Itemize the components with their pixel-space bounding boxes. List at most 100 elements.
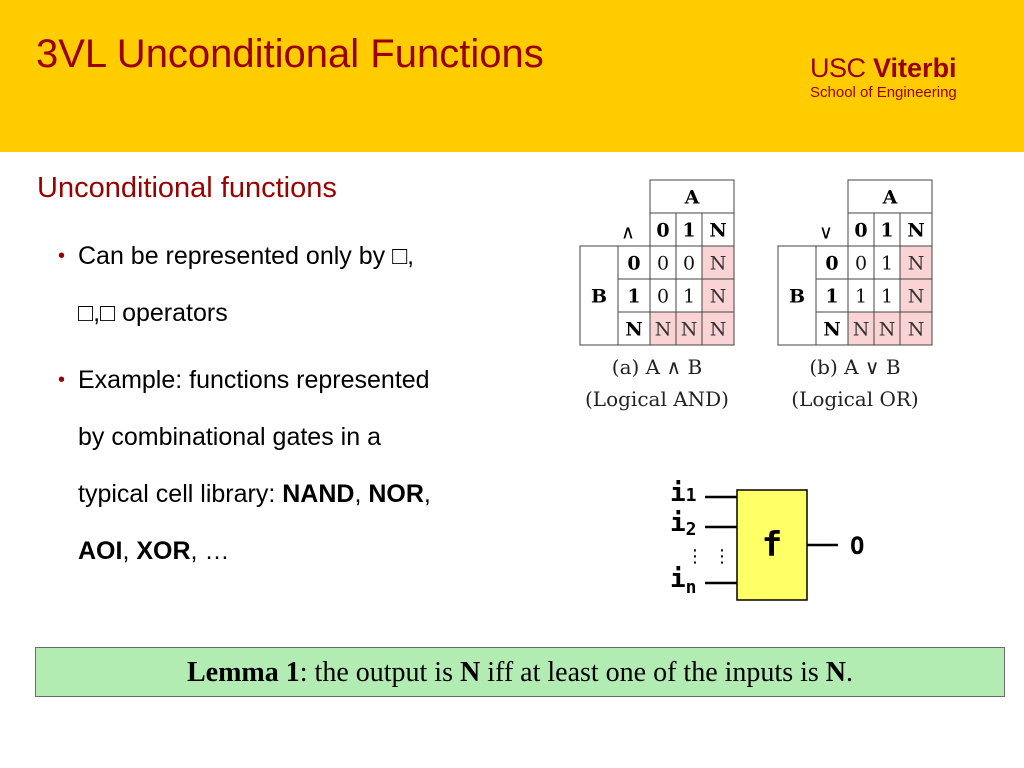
bullet-dot: •	[58, 245, 66, 267]
input-2-letter: i	[670, 508, 686, 538]
section-subtitle: Unconditional functions	[37, 172, 337, 204]
table-body-box	[777, 245, 933, 346]
col-value-label: 0	[854, 220, 867, 242]
row-value-label: 1	[627, 286, 640, 308]
gate-label: f	[762, 525, 782, 565]
input-2-subscript: 2	[686, 519, 697, 540]
col-value-label: 1	[682, 220, 695, 242]
separator: ,	[122, 537, 137, 565]
n-cell-bg	[900, 312, 932, 345]
input-label-n: in	[670, 564, 697, 598]
col-value-label: N	[709, 220, 726, 242]
truth-table-cell: N	[879, 319, 896, 341]
truth-table-cell: N	[908, 253, 925, 275]
logo-usc-text: USC	[810, 53, 866, 83]
bullet-dot: •	[58, 369, 66, 391]
bullet-line: by combinational gates in a	[78, 423, 381, 451]
truth-table-cell: N	[710, 253, 727, 275]
row-value-label: 0	[627, 253, 640, 275]
col-value-label: N	[907, 220, 924, 242]
lemma-text: : the output is	[299, 657, 460, 688]
ellipsis-dots-right: ⋮	[713, 546, 731, 567]
truth-table-cell: N	[710, 319, 727, 341]
n-cell-bg	[702, 279, 734, 312]
lemma-end: .	[846, 657, 853, 688]
logo-wordmark: USC Viterbi	[810, 52, 990, 84]
input-1-letter: i	[670, 478, 686, 508]
lemma-text: iff at least one of the inputs is	[480, 657, 826, 688]
col-header-label: A	[882, 187, 898, 209]
n-cell-bg	[900, 246, 932, 279]
row-header-label: B	[789, 286, 805, 308]
col-value-label: 0	[656, 220, 669, 242]
n-cell-bg	[874, 312, 900, 345]
row-header-label: B	[591, 286, 607, 308]
operator-symbol: ∨	[819, 222, 833, 244]
usc-viterbi-logo: USC Viterbi School of Engineering	[810, 52, 990, 102]
ellipsis-dots-left: ⋮	[686, 546, 704, 567]
bullet-item-1: • Can be represented only by □, □,□ oper…	[58, 228, 528, 348]
aoi-keyword: AOI	[78, 537, 123, 565]
lemma-box: Lemma 1: the output is N iff at least on…	[35, 647, 1005, 697]
n-cell-bg	[702, 312, 734, 345]
bullet-text: Can be represented only by □, □,□ operat…	[78, 228, 528, 342]
truth-table-cell: 0	[657, 286, 669, 308]
slide-title: 3VL Unconditional Functions	[36, 32, 544, 76]
table-body-box	[579, 245, 735, 346]
table-caption-line2: (Logical AND)	[585, 387, 729, 411]
lemma-n-value: N	[825, 657, 846, 688]
operator-symbol: ∧	[621, 222, 635, 244]
bullet-line: Example: functions represented	[78, 366, 430, 394]
input-1-subscript: 1	[686, 485, 697, 506]
table-caption-line2: (Logical OR)	[791, 387, 918, 411]
slide-header: 3VL Unconditional Functions USC Viterbi …	[0, 0, 1024, 152]
separator: ,	[423, 480, 431, 508]
bullet-line: Can be represented only by □,	[78, 242, 415, 270]
xor-keyword: XOR	[136, 537, 191, 565]
truth-table-cell: 0	[683, 253, 695, 275]
n-cell-bg	[676, 312, 702, 345]
truth-table-cell: N	[710, 286, 727, 308]
truth-table-cell: N	[681, 319, 698, 341]
output-label: O	[850, 532, 864, 560]
row-value-label: N	[625, 319, 642, 341]
n-cell-bg	[900, 279, 932, 312]
truth-table-cell: N	[853, 319, 870, 341]
truth-table-cell: 1	[855, 286, 867, 308]
bullet-line: typical cell library: NAND, NOR,	[78, 466, 528, 523]
truth-table-cell: 0	[855, 253, 867, 275]
input-label-1: i1	[670, 478, 697, 508]
logo-school-text: School of Engineering	[810, 84, 957, 101]
truth-table-cell: 0	[657, 253, 669, 275]
row-value-label: 1	[825, 286, 838, 308]
gate-box	[736, 489, 808, 601]
n-cell-bg	[650, 312, 676, 345]
table-caption-line1: (a) A ∧ B	[612, 355, 702, 379]
truth-table-cell: N	[908, 286, 925, 308]
table-caption-line1: (b) A ∨ B	[809, 355, 900, 379]
input-n-letter: i	[670, 564, 686, 594]
nand-keyword: NAND	[282, 480, 355, 508]
bullet-line: AOI, XOR, …	[78, 523, 528, 580]
col-header-label: A	[684, 187, 700, 209]
truth-table-cell: N	[655, 319, 672, 341]
n-cell-bg	[848, 312, 874, 345]
separator: ,	[354, 480, 369, 508]
truth-table-cell: N	[908, 319, 925, 341]
row-value-label: 0	[825, 253, 838, 275]
truth-table-cell: 1	[683, 286, 695, 308]
ellipsis-text: , …	[190, 537, 230, 565]
nor-keyword: NOR	[368, 480, 424, 508]
truth-table-cell: 1	[881, 253, 893, 275]
truth-table-cell: 1	[881, 286, 893, 308]
bullet-text-span: typical cell library:	[78, 480, 283, 508]
gate-diagram: f i1 i2 in ⋮ ⋮ O	[670, 478, 864, 601]
logo-viterbi-text: Viterbi	[873, 53, 957, 83]
row-value-label: N	[823, 319, 840, 341]
bullet-text: Example: functions represented by combin…	[78, 352, 528, 580]
input-n-subscript: n	[686, 577, 697, 598]
input-label-2: i2	[670, 508, 697, 540]
bullet-line: □,□ operators	[78, 299, 228, 327]
col-value-label: 1	[880, 220, 893, 242]
